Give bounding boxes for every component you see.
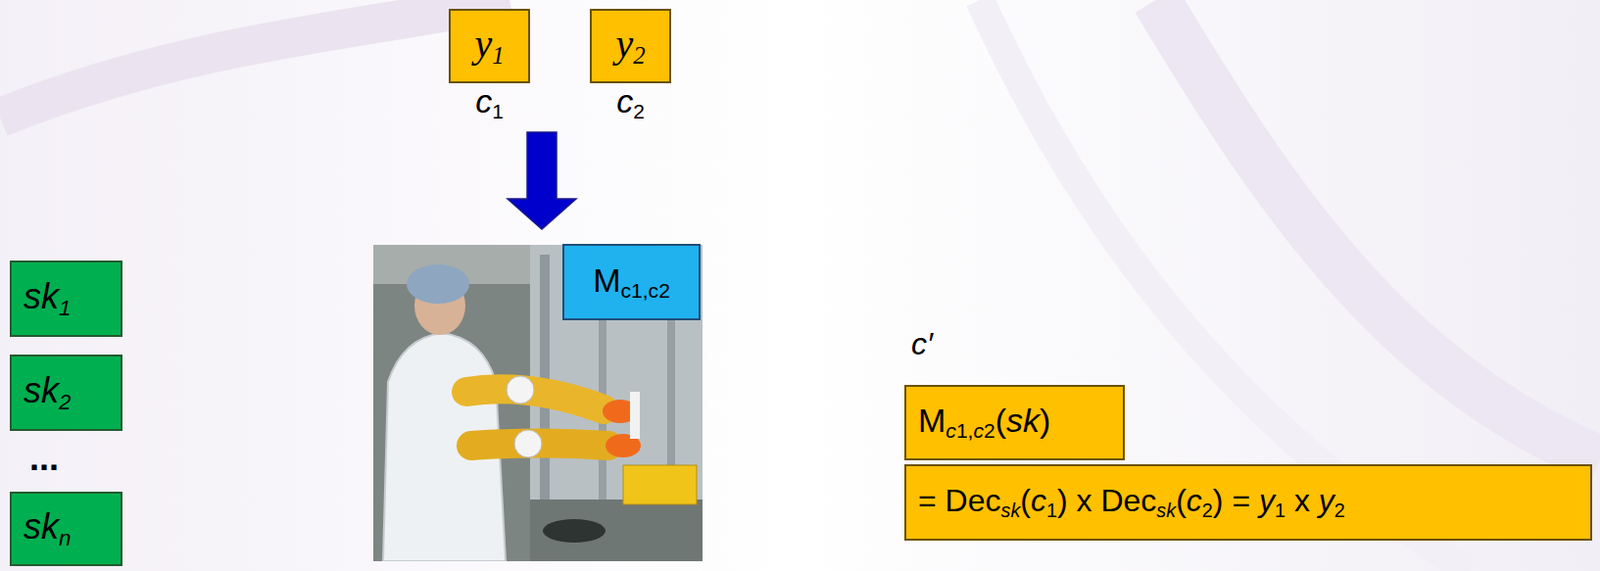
text-run: ...: [29, 437, 59, 479]
text-run: 1: [491, 43, 504, 70]
text-run: 2: [632, 43, 645, 70]
down-arrow: [507, 132, 577, 230]
box-text: Mc1,c2(sk): [918, 402, 1051, 442]
text-run: 1: [1046, 499, 1058, 522]
sleeve-ring: [514, 430, 542, 458]
text-run: (: [995, 401, 1007, 439]
text-run: M: [918, 401, 946, 439]
text-run: y: [1259, 483, 1275, 519]
text-run: M: [592, 261, 621, 299]
sample-tube: [630, 391, 640, 439]
text-run: sk: [1006, 401, 1040, 439]
secret-key-box: skn: [9, 491, 123, 567]
bench: [530, 499, 703, 562]
text-run: c: [1186, 483, 1203, 519]
text-run: c′: [911, 326, 933, 362]
box-text: sk1: [23, 277, 71, 321]
text-run: (: [1019, 483, 1031, 519]
ciphertext-label: c1: [475, 83, 504, 123]
text-run: n: [58, 526, 71, 551]
text-run: sk: [1156, 499, 1176, 522]
box-text: skn: [23, 507, 71, 551]
yellow-container: [623, 465, 697, 505]
text-run: 2: [983, 420, 996, 443]
ciphertext-label: c2: [616, 83, 645, 123]
box-text: y1: [474, 22, 504, 70]
text-run: y: [615, 21, 633, 66]
text-run: c: [1030, 483, 1047, 519]
equation-box: = Decsk(c1) x Decsk(c2) = y1 x y2: [904, 464, 1593, 541]
window-frame: [539, 254, 550, 500]
text-run: 2: [632, 99, 645, 123]
result-label: c′: [911, 327, 933, 362]
text-run: c1,c2: [620, 279, 670, 302]
text-run: 1: [58, 295, 71, 321]
text-run: 1: [1274, 499, 1286, 522]
photo-ground: [373, 244, 703, 562]
text-run: sk: [1000, 499, 1020, 522]
secret-key-box: sk2: [9, 354, 123, 432]
text-run: c: [972, 420, 984, 443]
text-run: 2: [1334, 499, 1346, 522]
text-run: sk: [23, 370, 59, 411]
box-text: = Decsk(c1) x Decsk(c2) = y1 x y2: [918, 484, 1346, 523]
text-run: c: [616, 82, 633, 120]
text-run: x: [1285, 483, 1319, 519]
text-run: sk: [23, 276, 59, 317]
text-run: c: [945, 420, 957, 443]
text-run: 2: [1202, 499, 1213, 522]
hair-net: [406, 264, 470, 304]
sleeve-ring: [506, 376, 534, 404]
ellipsis: ...: [29, 438, 59, 479]
swoosh: [0, 0, 510, 118]
text-run: 1,: [956, 420, 974, 443]
ciphertext-box: y2c2: [589, 8, 672, 84]
box-text: y2: [615, 22, 645, 70]
text-run: y: [474, 21, 492, 66]
text-run: ): [1039, 401, 1051, 439]
text-run: ) =: [1212, 483, 1260, 519]
ciphertext-box: y1c1: [448, 8, 531, 84]
text-run: (: [1175, 483, 1187, 519]
result-box: Mc1,c2(sk): [904, 385, 1125, 461]
text-run: = Dec: [918, 483, 1001, 519]
secret-key-box: sk1: [9, 260, 123, 338]
text-run: ) x Dec: [1057, 483, 1157, 519]
text-run: y: [1318, 483, 1335, 519]
text-run: sk: [23, 506, 59, 547]
text-run: 1: [491, 99, 504, 123]
machine-box: Mc1,c2: [562, 243, 701, 321]
bucket: [542, 519, 606, 543]
box-text: sk2: [23, 371, 71, 415]
glove-sleeve: [466, 388, 604, 410]
text-run: c: [475, 82, 492, 120]
box-text: Mc1,c2: [592, 262, 671, 302]
text-run: 2: [58, 389, 71, 415]
